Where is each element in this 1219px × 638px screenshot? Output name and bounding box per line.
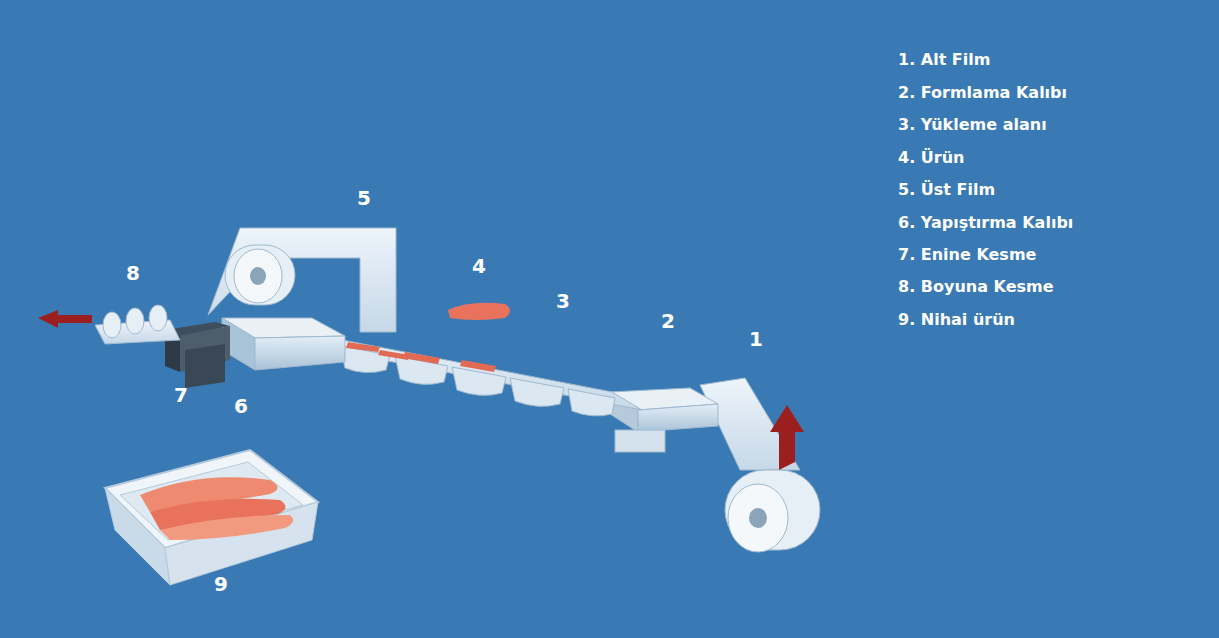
legend-item: 8. Boyuna Kesme (898, 279, 1054, 295)
longitudinal-cutters (95, 305, 180, 344)
legend-item: 4. Ürün (898, 150, 964, 166)
callout-number: 9 (214, 574, 228, 594)
callout-number: 5 (357, 188, 371, 208)
final-tray (105, 450, 318, 585)
callout-number: 7 (174, 385, 188, 405)
legend-item: 3. Yükleme alanı (898, 117, 1047, 133)
output-arrow (38, 310, 92, 328)
legend-item: 9. Nihai ürün (898, 312, 1015, 328)
callout-number: 1 (749, 329, 763, 349)
legend-item: 1. Alt Film (898, 52, 990, 68)
legend-item: 7. Enine Kesme (898, 247, 1036, 263)
top-film-roll (208, 228, 396, 332)
callout-number: 2 (661, 311, 675, 331)
callout-number: 4 (472, 256, 486, 276)
callout-number: 8 (126, 263, 140, 283)
callout-number: 3 (556, 291, 570, 311)
callout-number: 6 (234, 396, 248, 416)
product-slice (448, 303, 510, 320)
legend-item: 6. Yapıştırma Kalıbı (898, 215, 1073, 231)
legend-item: 5. Üst Film (898, 182, 995, 198)
forming-die (610, 388, 718, 452)
legend-item: 2. Formlama Kalıbı (898, 85, 1067, 101)
sealing-die (222, 318, 345, 370)
